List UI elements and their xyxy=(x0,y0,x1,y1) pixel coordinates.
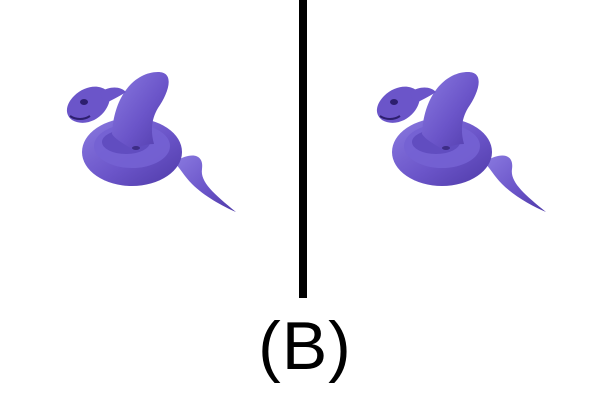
caption-label: (B) xyxy=(258,308,352,384)
right-panel xyxy=(310,0,610,300)
snake-icon xyxy=(376,72,546,212)
divider-line xyxy=(299,0,307,298)
snake-icon xyxy=(66,72,236,212)
left-panel xyxy=(0,0,300,300)
